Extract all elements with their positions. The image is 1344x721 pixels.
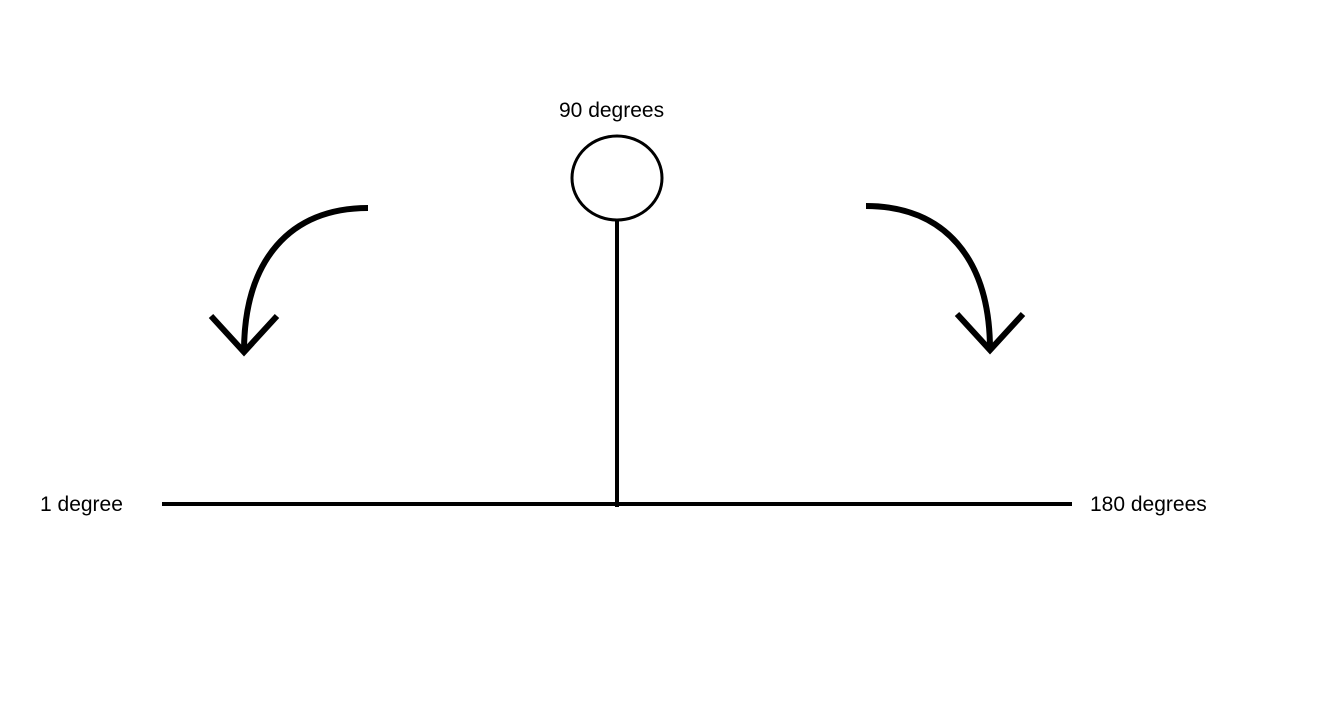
label-180-degrees: 180 degrees <box>1090 493 1207 516</box>
curved-arrow-right-icon <box>865 203 1026 355</box>
curved-arrow-left-icon <box>208 205 369 357</box>
label-1-degree: 1 degree <box>40 493 123 516</box>
pivot-circle <box>570 134 664 222</box>
label-90-degrees: 90 degrees <box>559 99 665 122</box>
